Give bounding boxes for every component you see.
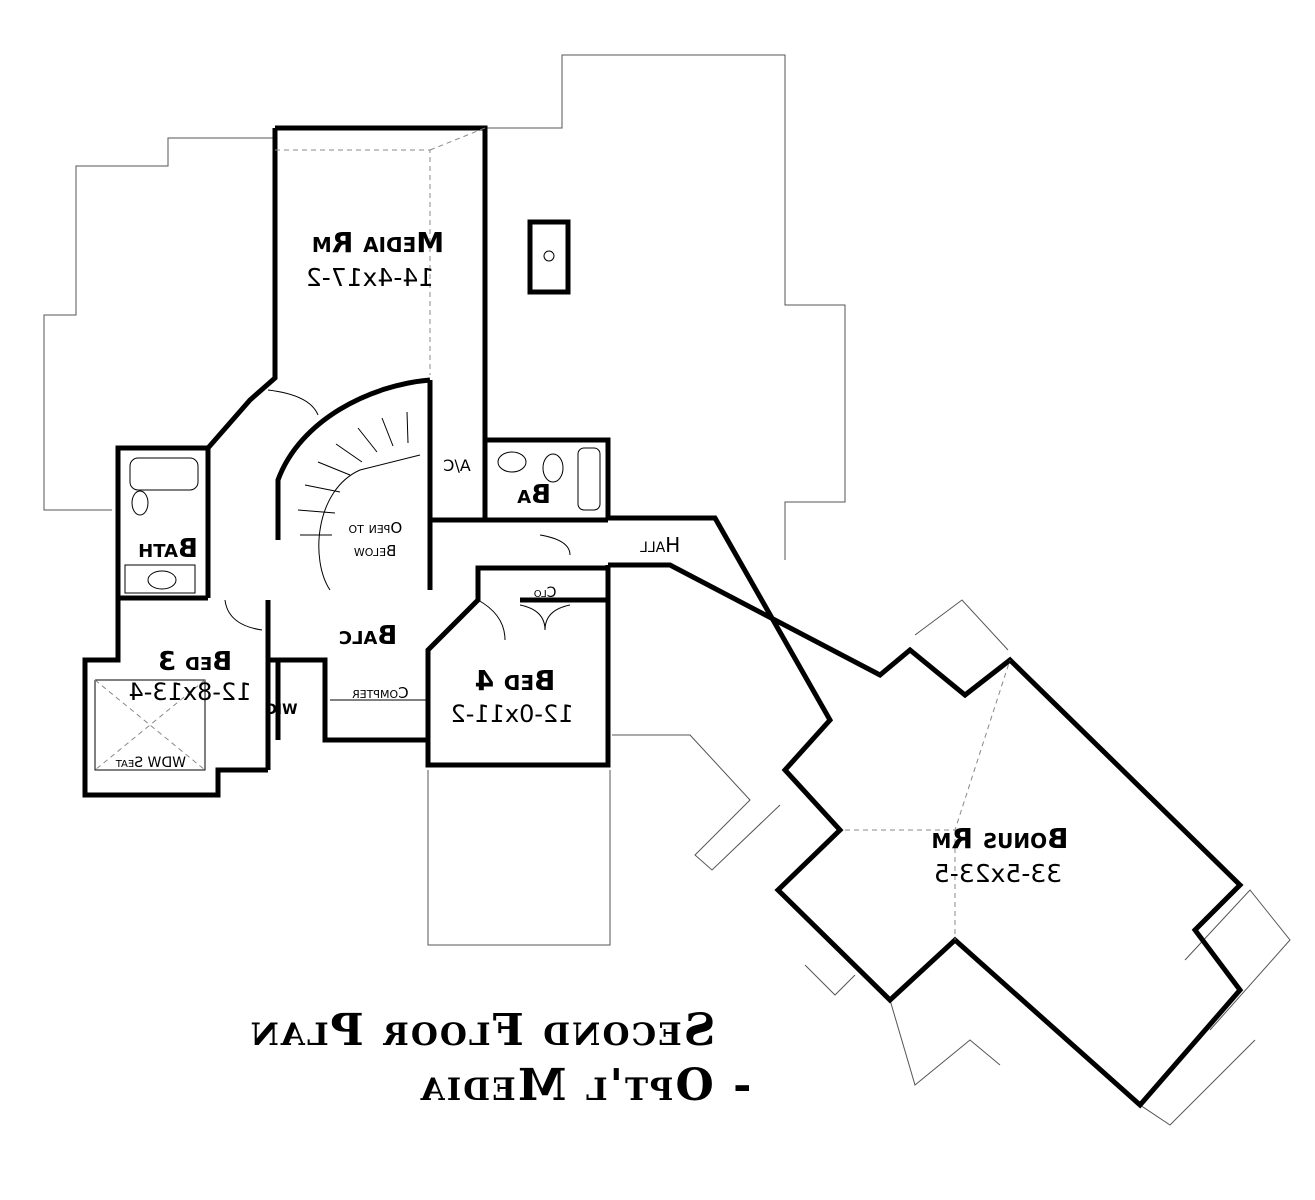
bed3-dims: 12-8x13-4 [128, 678, 251, 706]
bed4-name: Bed 4 [475, 664, 556, 697]
media-room-name: Media Rm [312, 226, 444, 259]
bath-label: Bath [138, 534, 198, 564]
bed3-name: Bed 3 [158, 647, 232, 677]
bonus-room-dims: 33-5x23-5 [934, 859, 1062, 888]
media-room-dims: 14-4x17-2 [306, 263, 434, 292]
roof-outline [43, 54, 1291, 1126]
walls [82, 125, 1244, 1109]
balc-label: Balc [339, 621, 397, 651]
wdw-seat-label: WDW Seat [115, 755, 186, 771]
fixtures [94, 127, 1011, 940]
hall-label: Hall [640, 533, 680, 557]
bonus-room-name: Bonus Rm [932, 822, 1069, 855]
compter-label: Compter [352, 684, 409, 702]
plan-title: Second Floor Plan - Opt'l Media [248, 1005, 751, 1111]
bathtub [129, 457, 199, 491]
ac-label: A/C [443, 456, 471, 475]
title-line1: Second Floor Plan [248, 1005, 715, 1056]
bed4-dims: 12-0x11-2 [450, 700, 573, 728]
clo-label: Clo [534, 585, 557, 601]
wic-label: WIC [267, 702, 298, 718]
ba-label: Ba [517, 480, 551, 510]
open-to-below-line2: Below [354, 542, 397, 560]
labels: Media Rm 14-4x17-2 Bath Ba A/C Hall Open… [115, 226, 1069, 888]
chimney [527, 219, 571, 295]
title-line2: - Opt'l Media [419, 1060, 752, 1111]
open-to-below-line1: Open to [348, 519, 402, 537]
